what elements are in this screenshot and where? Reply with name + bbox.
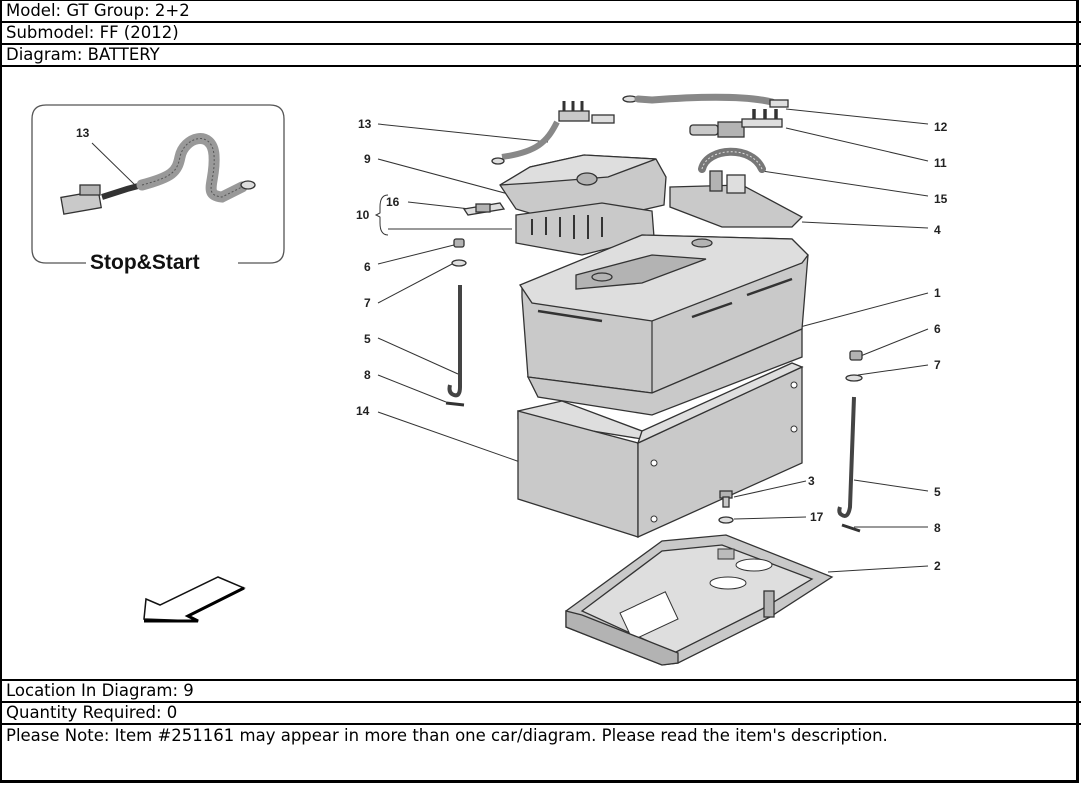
callout-6-right: 6 (934, 322, 941, 336)
fuse-part (462, 202, 506, 216)
positive-terminal-part (689, 109, 783, 138)
callout-12: 12 (934, 120, 948, 134)
callout-10: 10 (356, 208, 370, 222)
location-in-diagram: Location In Diagram: 9 (0, 681, 1081, 703)
bolt-washer (718, 490, 734, 524)
callout-9: 9 (364, 152, 371, 166)
submodel-row: Submodel: FF (2012) (0, 23, 1081, 45)
stop-start-label: Stop&Start (90, 251, 200, 274)
right-callouts: 12 11 15 4 1 6 7 3 17 5 8 2 (808, 120, 948, 573)
callout-8: 8 (364, 368, 371, 382)
cable-loop-part (698, 147, 766, 173)
cable-part (491, 101, 615, 165)
right-callout-lines (733, 108, 929, 573)
diagram-title-row: Diagram: BATTERY (0, 45, 1081, 67)
ground-cable-part (622, 93, 789, 108)
callout-5: 5 (364, 332, 371, 346)
battery-part (519, 234, 809, 416)
fuse-box-part (515, 202, 655, 256)
callout-8-right: 8 (934, 521, 941, 535)
terminal-cover-part (669, 170, 804, 228)
direction-arrow-icon (143, 576, 246, 623)
callout-15: 15 (934, 192, 948, 206)
callout-13: 13 (358, 117, 372, 131)
quantity-required: Quantity Required: 0 (0, 703, 1081, 725)
battery-case-part (517, 362, 804, 539)
callout-7: 7 (364, 296, 371, 310)
nut-washer-left (451, 238, 467, 267)
callout-2: 2 (934, 559, 941, 573)
hook-rod-left (445, 285, 465, 407)
stop-start-inset: Stop&Start 13 (31, 104, 285, 274)
callout-6: 6 (364, 260, 371, 274)
stop-start-cable-icon (60, 133, 256, 215)
callout-3: 3 (808, 474, 815, 488)
left-callout-lines (374, 123, 549, 463)
callout-17: 17 (810, 510, 824, 524)
left-callouts: 13 9 16 10 6 7 5 8 14 (356, 117, 400, 418)
right-fasteners (837, 350, 863, 533)
callout-1: 1 (934, 286, 941, 300)
callout-16: 16 (386, 195, 400, 209)
parts-diagram: Stop&Start 13 (2, 67, 1078, 681)
callout-14: 14 (356, 404, 370, 418)
model-row: Model: GT Group: 2+2 (0, 0, 1081, 23)
inset-callout-13: 13 (76, 126, 90, 140)
callout-5-right: 5 (934, 485, 941, 499)
battery-tray-part (565, 534, 834, 666)
callout-7-right: 7 (934, 358, 941, 372)
callout-4: 4 (934, 223, 941, 237)
item-note: Please Note: Item #251161 may appear in … (6, 726, 888, 745)
callout-11: 11 (934, 156, 947, 170)
